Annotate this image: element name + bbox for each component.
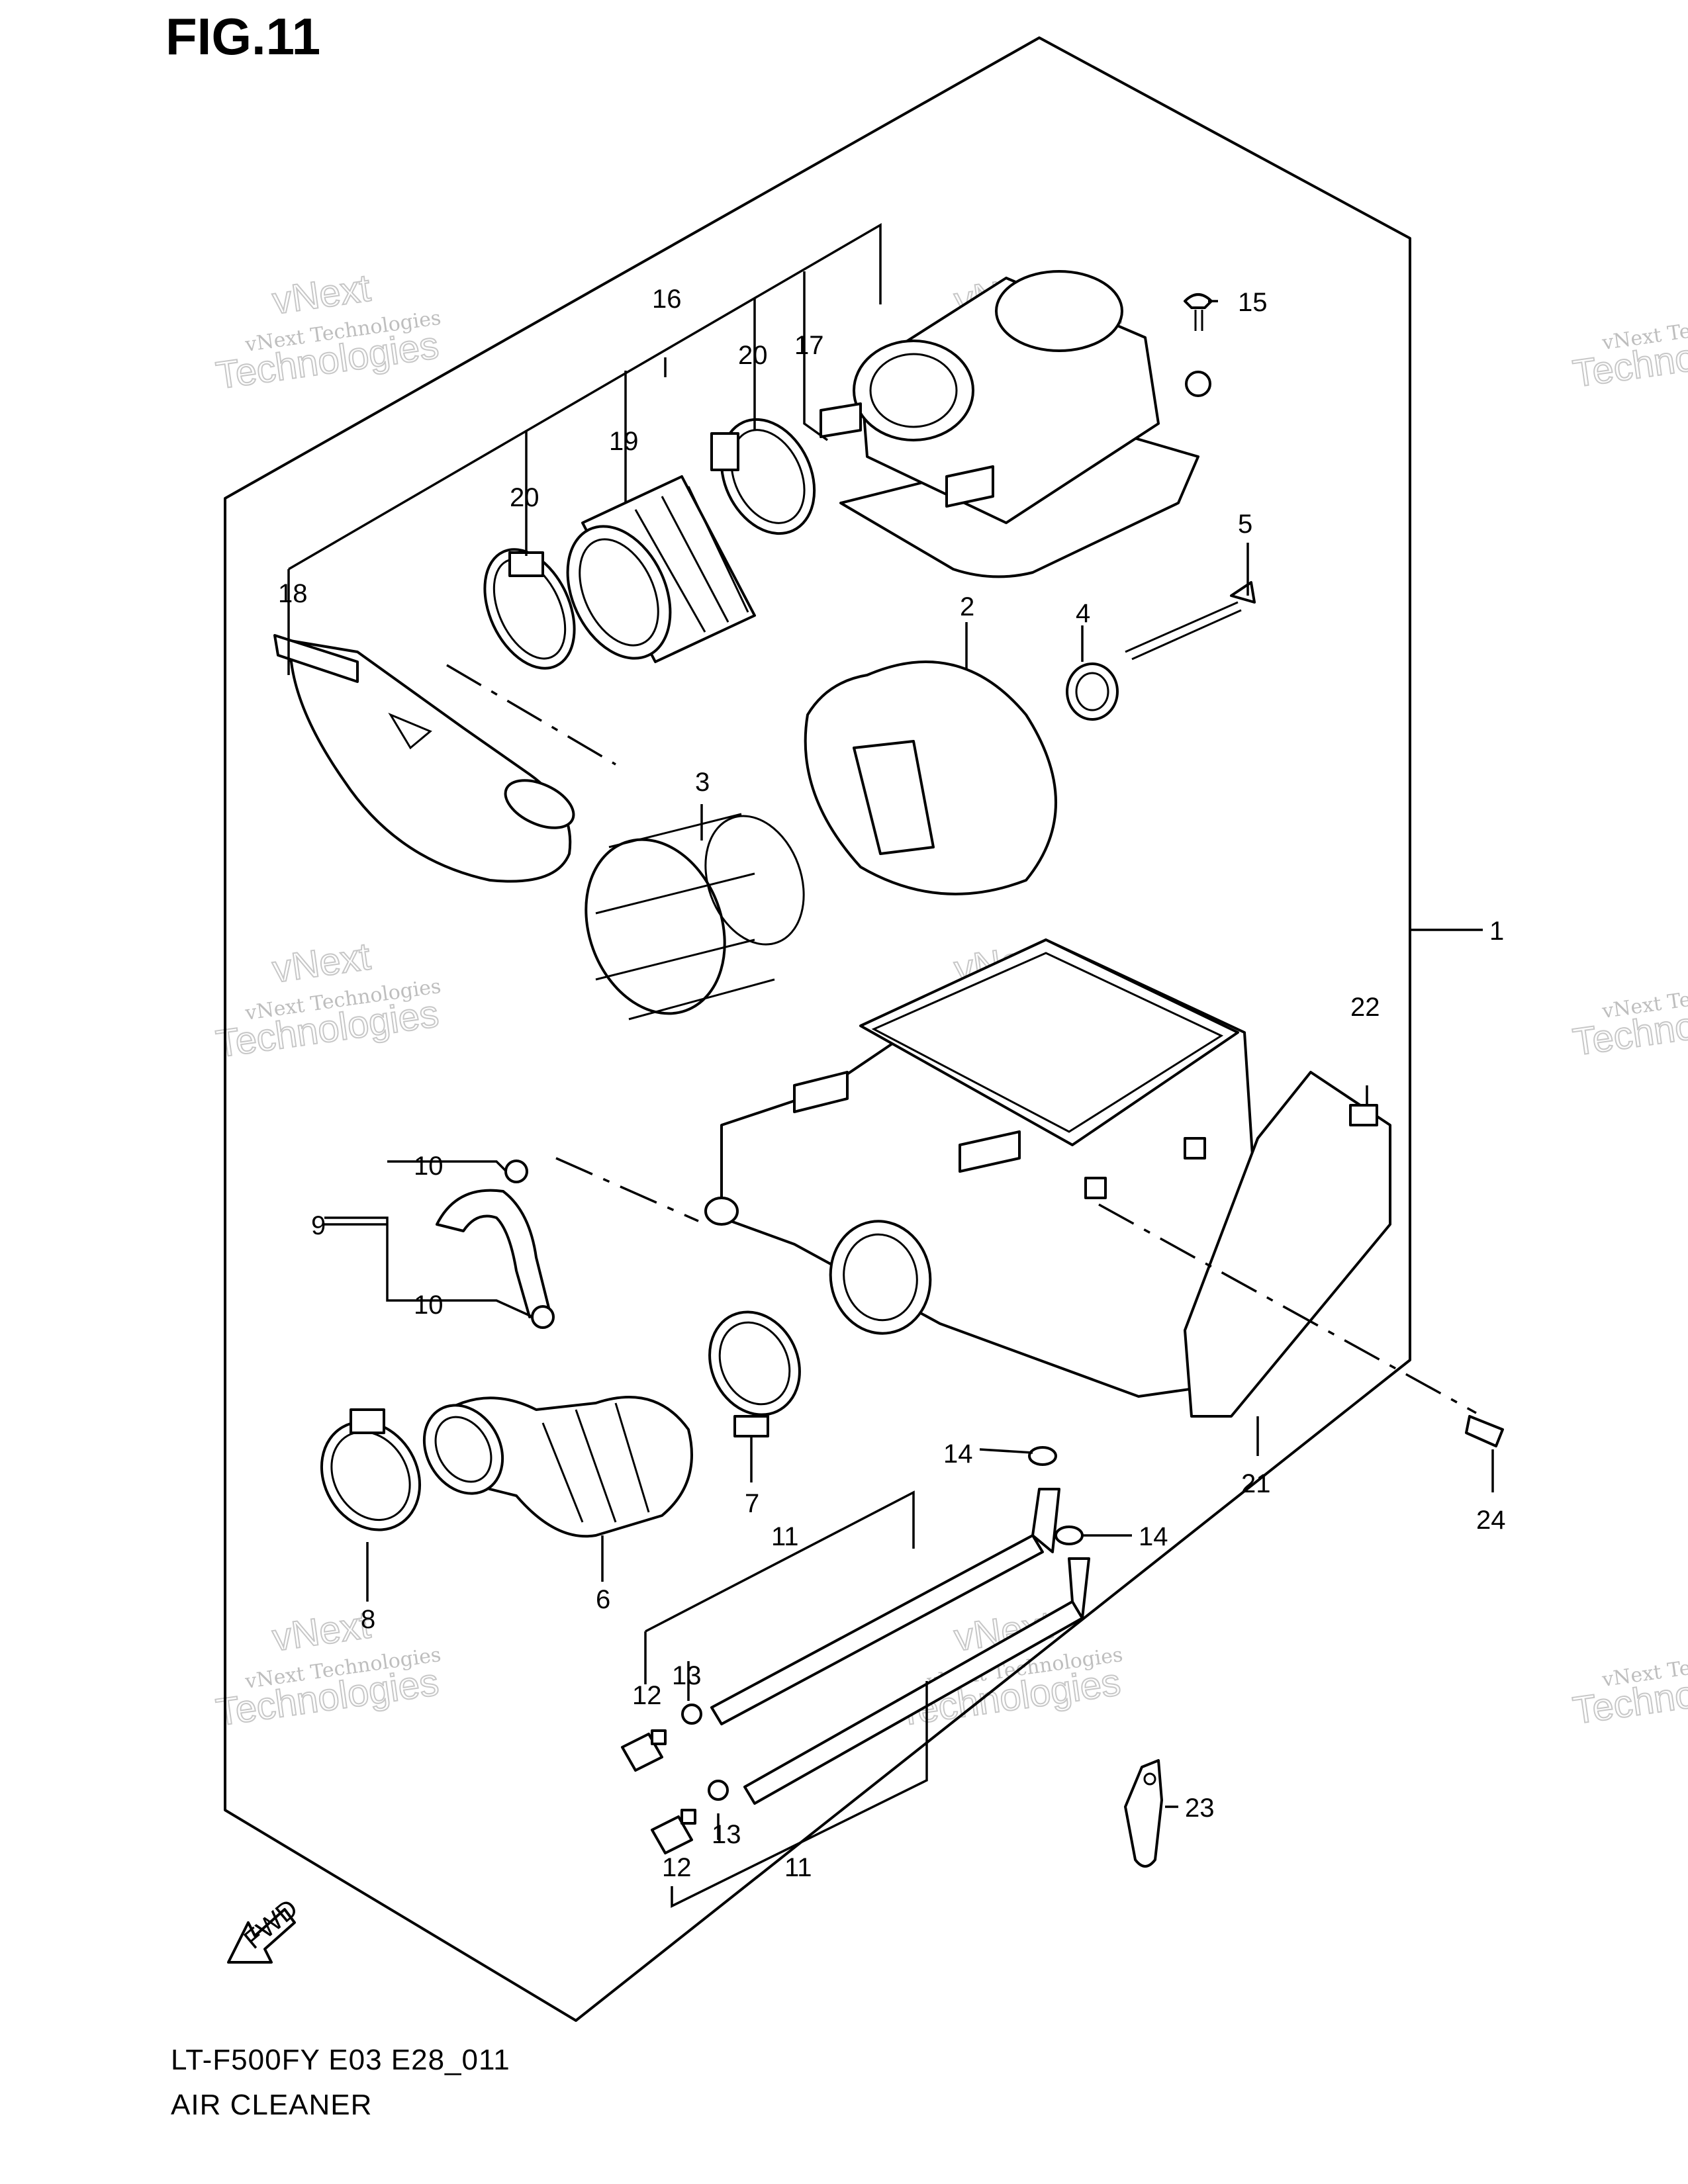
callout-18: 18 bbox=[278, 579, 308, 608]
fwd-arrow: FWD bbox=[227, 1893, 303, 1964]
part-14-clip-lower bbox=[1055, 1525, 1084, 1545]
part-13-clip-lower bbox=[708, 1780, 729, 1801]
part-12-plug-upper bbox=[621, 1729, 667, 1772]
part-24-bolt bbox=[1465, 1415, 1504, 1447]
part-15-screw bbox=[1184, 293, 1213, 331]
part-10-clip-lower bbox=[531, 1305, 555, 1329]
callout-12b: 12 bbox=[662, 1853, 692, 1882]
callout-7: 7 bbox=[745, 1489, 759, 1518]
part-5-long-bolt bbox=[1125, 581, 1256, 660]
callout-14a: 14 bbox=[943, 1439, 973, 1469]
watermark: vNext Technologies Technologies vNext bbox=[212, 934, 442, 1066]
watermark: vNext Technologies Technologies vNext bbox=[212, 265, 442, 398]
part-14-clip-upper bbox=[1028, 1446, 1057, 1466]
callout-17: 17 bbox=[794, 331, 824, 360]
part-10-clip-upper bbox=[504, 1160, 528, 1183]
part-8-clamp bbox=[320, 1408, 422, 1531]
callout-12a: 12 bbox=[632, 1681, 662, 1710]
assembly-boundary bbox=[224, 36, 1411, 2022]
part-12-plug-lower bbox=[651, 1809, 696, 1854]
callout-21: 21 bbox=[1241, 1469, 1271, 1498]
svg-text:vNext: vNext bbox=[269, 934, 373, 991]
callout-20a: 20 bbox=[510, 483, 539, 512]
callout-13a: 13 bbox=[672, 1661, 702, 1690]
callout-1: 1 bbox=[1489, 917, 1504, 946]
svg-text:vNext: vNext bbox=[269, 1603, 373, 1659]
callout-10b: 10 bbox=[414, 1291, 444, 1320]
part-18-intake-duct bbox=[273, 634, 575, 883]
part-3-element-cage bbox=[585, 813, 805, 1021]
watermark: vNext Technologies Technologies bbox=[1570, 973, 1688, 1065]
callout-8: 8 bbox=[361, 1605, 375, 1634]
part-11-tube-upper bbox=[710, 1488, 1060, 1725]
callout-16: 16 bbox=[652, 285, 682, 314]
svg-text:vNext: vNext bbox=[269, 266, 373, 322]
callout-11a: 11 bbox=[771, 1522, 799, 1551]
watermark: vNext Technologies Technologies vNext bbox=[212, 1602, 442, 1735]
callout-5: 5 bbox=[1238, 510, 1252, 539]
figure-title: FIG.11 bbox=[165, 7, 321, 66]
leader-lines bbox=[287, 222, 1494, 1908]
part-13-clip-upper bbox=[681, 1704, 702, 1725]
callout-2: 2 bbox=[960, 592, 974, 621]
callout-20b: 20 bbox=[738, 341, 768, 370]
part-19-bellows-hose bbox=[566, 475, 756, 663]
part-2-filter-element bbox=[804, 660, 1057, 895]
assembly-name: AIR CLEANER bbox=[171, 2089, 373, 2121]
part-9-drain-hose bbox=[436, 1189, 551, 1318]
callout-23: 23 bbox=[1185, 1794, 1215, 1823]
part-4-collar bbox=[1066, 662, 1119, 721]
callout-9: 9 bbox=[311, 1211, 326, 1240]
callout-4: 4 bbox=[1076, 599, 1090, 628]
callout-14b: 14 bbox=[1139, 1522, 1168, 1551]
watermark: vNext Technologies Technologies bbox=[1570, 304, 1688, 396]
callout-10a: 10 bbox=[414, 1152, 444, 1181]
callout-6: 6 bbox=[596, 1585, 610, 1614]
callout-24: 24 bbox=[1476, 1506, 1506, 1535]
part-22-bolt bbox=[1349, 1104, 1378, 1126]
part-1-air-cleaner-case bbox=[704, 938, 1259, 1398]
part-11-tube-lower bbox=[743, 1557, 1090, 1805]
part-23-hose-clamp bbox=[1124, 1759, 1163, 1868]
part-17-cover bbox=[820, 270, 1211, 578]
callout-labels: 1 2 3 4 5 6 7 8 9 10 10 11 11 12 12 13 1… bbox=[278, 285, 1506, 1882]
model-code: LT-F500FY E03 E28_011 bbox=[171, 2044, 510, 2076]
callout-22: 22 bbox=[1350, 993, 1380, 1022]
callout-15: 15 bbox=[1238, 288, 1268, 317]
callout-3: 3 bbox=[695, 768, 710, 797]
callout-13b: 13 bbox=[712, 1820, 741, 1849]
callout-11b: 11 bbox=[784, 1853, 812, 1882]
callout-19: 19 bbox=[609, 427, 639, 456]
part-20-clamp-left bbox=[483, 548, 576, 670]
watermark: vNext Technologies Technologies bbox=[1570, 1641, 1688, 1733]
part-20-clamp-right bbox=[710, 418, 816, 535]
part-6-intake-hose bbox=[422, 1396, 693, 1538]
part-7-clamp bbox=[708, 1310, 801, 1437]
